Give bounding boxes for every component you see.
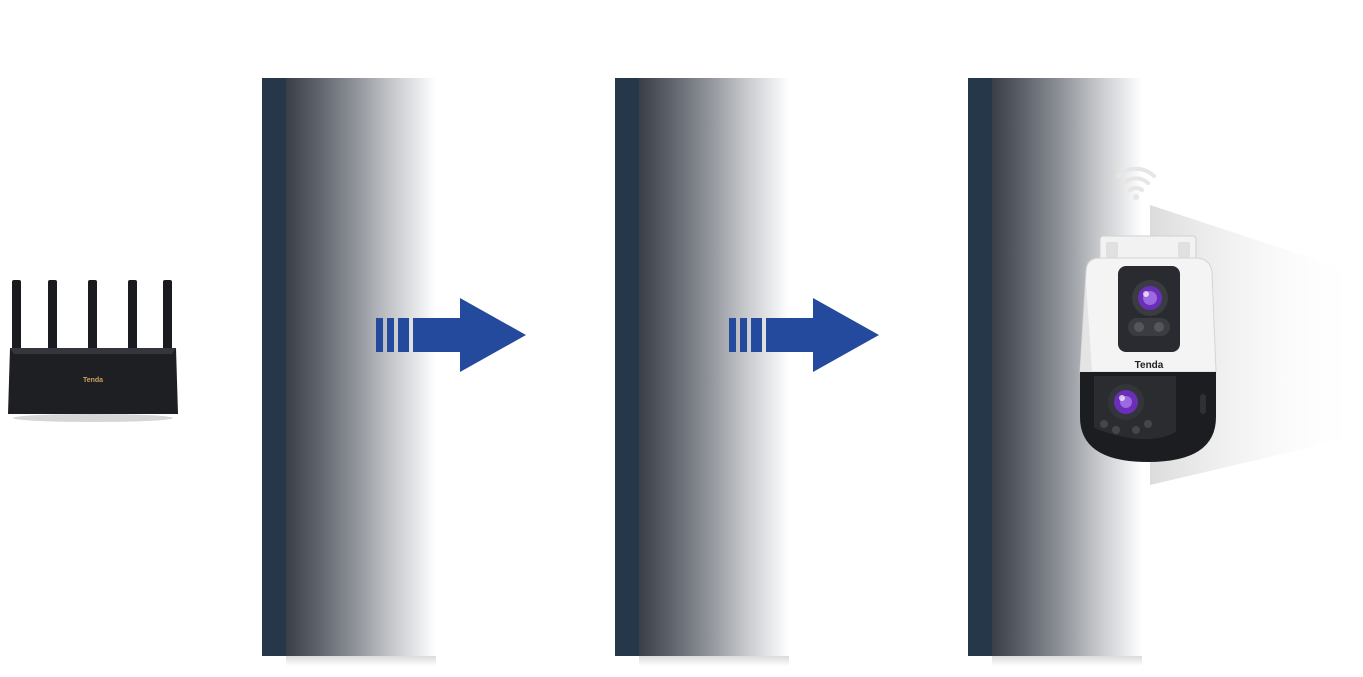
router-image: Tenda	[8, 280, 178, 422]
arrow-right-icon	[376, 298, 526, 372]
camera-image: Tenda	[1079, 235, 1217, 462]
router-brand-label: Tenda	[83, 377, 103, 384]
arrow-right-icon	[729, 298, 879, 372]
camera-brand-label: Tenda	[1135, 360, 1164, 371]
wall-slab	[262, 78, 286, 656]
wall-shadow	[286, 78, 436, 666]
wifi-signal-icon	[1116, 166, 1156, 200]
wall-1	[262, 78, 462, 666]
wall-slab	[968, 78, 992, 656]
wall-2	[615, 78, 815, 666]
wall-shadow	[639, 78, 789, 666]
wall-slab	[615, 78, 639, 656]
